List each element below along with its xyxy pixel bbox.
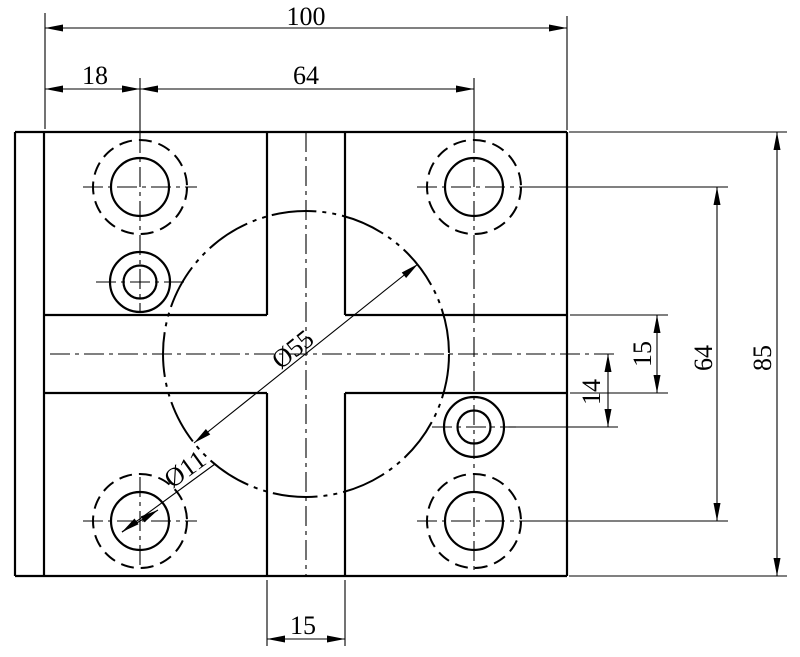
corner-hole-bottom-right bbox=[426, 473, 522, 569]
dim-total-height: 85 bbox=[748, 132, 781, 576]
dim-center-circle-diameter-label: Ø55 bbox=[266, 324, 319, 375]
dim-total-height-label: 85 bbox=[748, 345, 777, 371]
corner-hole-bottom-left bbox=[92, 473, 188, 569]
dim-bottom-slot-width-label: 15 bbox=[290, 611, 316, 640]
dim-right-slot-height-label: 15 bbox=[628, 341, 657, 367]
pin-hole-lower-right bbox=[442, 395, 506, 459]
dim-right-hole-pitch-label: 64 bbox=[689, 345, 718, 371]
dim-corner-hole-diameter-label: Ø11 bbox=[159, 445, 211, 494]
dim-top-hole-pitch-label: 64 bbox=[293, 61, 319, 90]
dim-right-slot-height: 15 bbox=[628, 315, 661, 393]
extension-lines bbox=[44, 13, 787, 646]
dim-pin-hole-offset: 14 bbox=[577, 354, 612, 427]
corner-hole-top-right bbox=[426, 139, 522, 235]
dim-right-hole-pitch: 64 bbox=[689, 187, 721, 521]
centerlines bbox=[50, 132, 618, 576]
dim-bottom-slot-width: 15 bbox=[267, 611, 345, 643]
dim-pin-hole-offset-label: 14 bbox=[577, 379, 606, 405]
dim-top-hole-pitch: 64 bbox=[140, 61, 474, 93]
dim-total-width: 100 bbox=[45, 2, 567, 32]
bolt-circle bbox=[162, 210, 450, 498]
corner-hole-top-left bbox=[92, 139, 188, 235]
dim-left-hole-offset-label: 18 bbox=[82, 61, 108, 90]
pin-hole-upper-left bbox=[108, 250, 172, 314]
dim-left-hole-offset: 18 bbox=[45, 61, 140, 93]
dim-total-width-label: 100 bbox=[287, 2, 326, 31]
